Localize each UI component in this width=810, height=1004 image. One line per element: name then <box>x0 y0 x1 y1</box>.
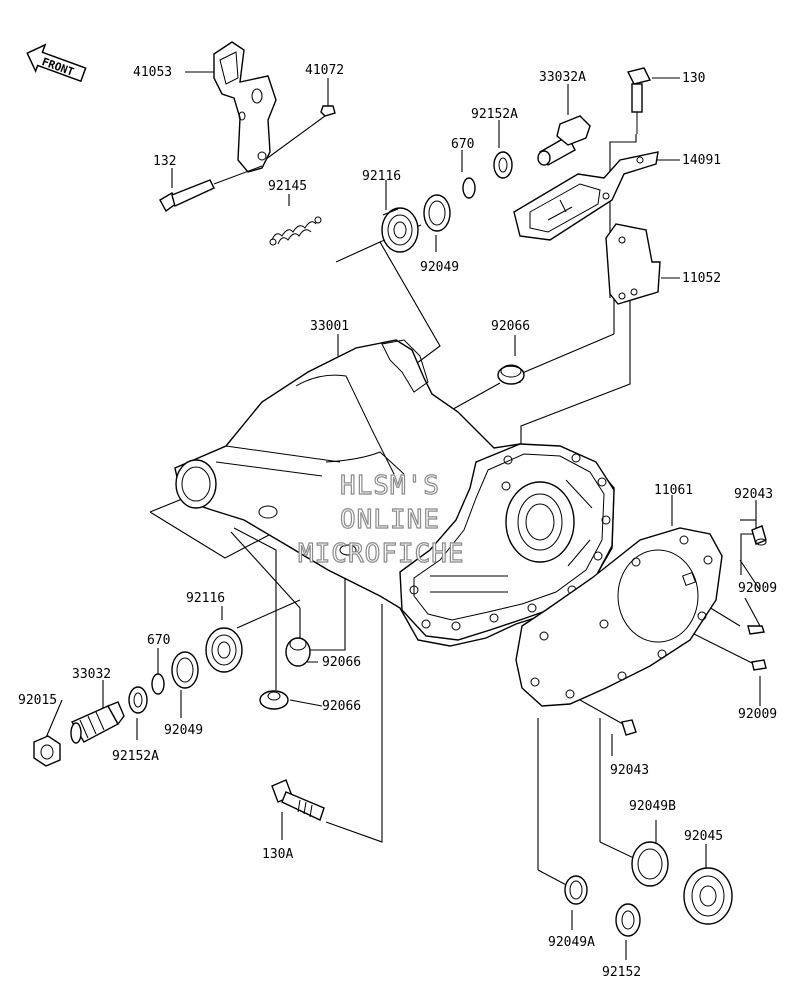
cover-plate-14091-part <box>513 151 659 241</box>
part-label-132[interactable]: 132 <box>153 154 176 169</box>
spring-92145-part <box>269 216 322 246</box>
dowel-92043-top-part <box>751 525 767 546</box>
oring-670-top-part <box>462 177 476 199</box>
seal-92049-top-part <box>423 194 451 232</box>
part-label-92145[interactable]: 92145 <box>268 179 307 194</box>
part-label-92049-top[interactable]: 92049 <box>420 260 459 275</box>
part-label-92116-bottom[interactable]: 92116 <box>186 591 225 606</box>
nut-92015-part <box>33 735 61 767</box>
watermark-line-3: MICROFICHE <box>298 539 465 569</box>
seal-92049-bottom-part <box>171 651 199 689</box>
bearing-92045-part <box>683 867 733 925</box>
part-label-92049B[interactable]: 92049B <box>629 799 676 814</box>
housing-bolt-holes <box>409 453 611 631</box>
part-label-130[interactable]: 130 <box>682 71 705 86</box>
part-label-92049A[interactable]: 92049A <box>548 935 595 950</box>
bracket-11052-part <box>605 223 661 305</box>
part-label-33001[interactable]: 33001 <box>310 319 349 334</box>
watermark-line-2: ONLINE <box>340 505 440 535</box>
oring-670-bottom-part <box>151 673 165 695</box>
part-label-92066-bottom[interactable]: 92066 <box>322 699 361 714</box>
bushing-92152-part <box>615 903 641 937</box>
seal-92049A-part <box>564 875 588 905</box>
part-label-92043-top[interactable]: 92043 <box>734 487 773 502</box>
part-label-130A[interactable]: 130A <box>262 847 293 862</box>
lever-bracket-part <box>213 41 277 173</box>
gasket-11061-part <box>515 527 723 707</box>
part-label-11052[interactable]: 11052 <box>682 271 721 286</box>
adjuster-33032-part <box>70 701 125 744</box>
part-label-33032[interactable]: 33032 <box>72 667 111 682</box>
bolt-130A-part <box>271 779 325 821</box>
nut-41072-part <box>320 105 336 117</box>
part-label-41053[interactable]: 41053 <box>133 65 172 80</box>
part-label-92116-top[interactable]: 92116 <box>362 169 401 184</box>
nut-92066-bottom-part <box>259 690 289 710</box>
part-label-33032A[interactable]: 33032A <box>539 70 586 85</box>
seal-92049B-part <box>631 841 669 887</box>
watermark: HLSM'S ONLINE MICROFICHE <box>297 470 465 569</box>
part-label-92066-mid[interactable]: 92066 <box>322 655 361 670</box>
screw-92009-top-part <box>747 625 765 635</box>
washer-92152A-top-part <box>493 151 513 179</box>
part-label-41072[interactable]: 41072 <box>305 63 344 78</box>
part-label-92043-bottom[interactable]: 92043 <box>610 763 649 778</box>
bolt-130-part <box>626 67 652 134</box>
part-label-92045[interactable]: 92045 <box>684 829 723 844</box>
part-label-92066-top[interactable]: 92066 <box>491 319 530 334</box>
part-label-92009-top[interactable]: 92009 <box>738 581 777 596</box>
bolt-132-part <box>159 165 263 213</box>
part-label-92009-bottom[interactable]: 92009 <box>738 707 777 722</box>
plug-92066-top-part <box>497 364 525 385</box>
plug-92066-mid-part <box>285 637 311 667</box>
bearing-92116-top-part <box>381 207 419 253</box>
watermark-line-1: HLSM'S <box>340 471 440 501</box>
part-label-92015[interactable]: 92015 <box>18 693 57 708</box>
part-number-labels: 41053 41072 132 92145 92116 670 92152A 3… <box>18 63 777 980</box>
front-arrow-icon: FRONT <box>26 43 87 83</box>
final-gear-housing-33001-part <box>174 339 615 647</box>
screw-92009-bottom-part <box>751 659 767 671</box>
part-label-14091[interactable]: 14091 <box>682 153 721 168</box>
part-label-670-bottom[interactable]: 670 <box>147 633 170 648</box>
part-label-92152A-top[interactable]: 92152A <box>471 107 518 122</box>
part-label-670-top[interactable]: 670 <box>451 137 474 152</box>
bearing-92116-bottom-part <box>205 627 243 673</box>
part-label-11061[interactable]: 11061 <box>654 483 693 498</box>
part-label-92152A-bottom[interactable]: 92152A <box>112 749 159 764</box>
dowel-92043-bottom-part <box>621 719 637 736</box>
washer-92152A-bottom-part <box>128 686 148 714</box>
part-label-92152[interactable]: 92152 <box>602 965 641 980</box>
part-label-92049-bottom[interactable]: 92049 <box>164 723 203 738</box>
adjuster-33032A-part <box>537 115 591 166</box>
